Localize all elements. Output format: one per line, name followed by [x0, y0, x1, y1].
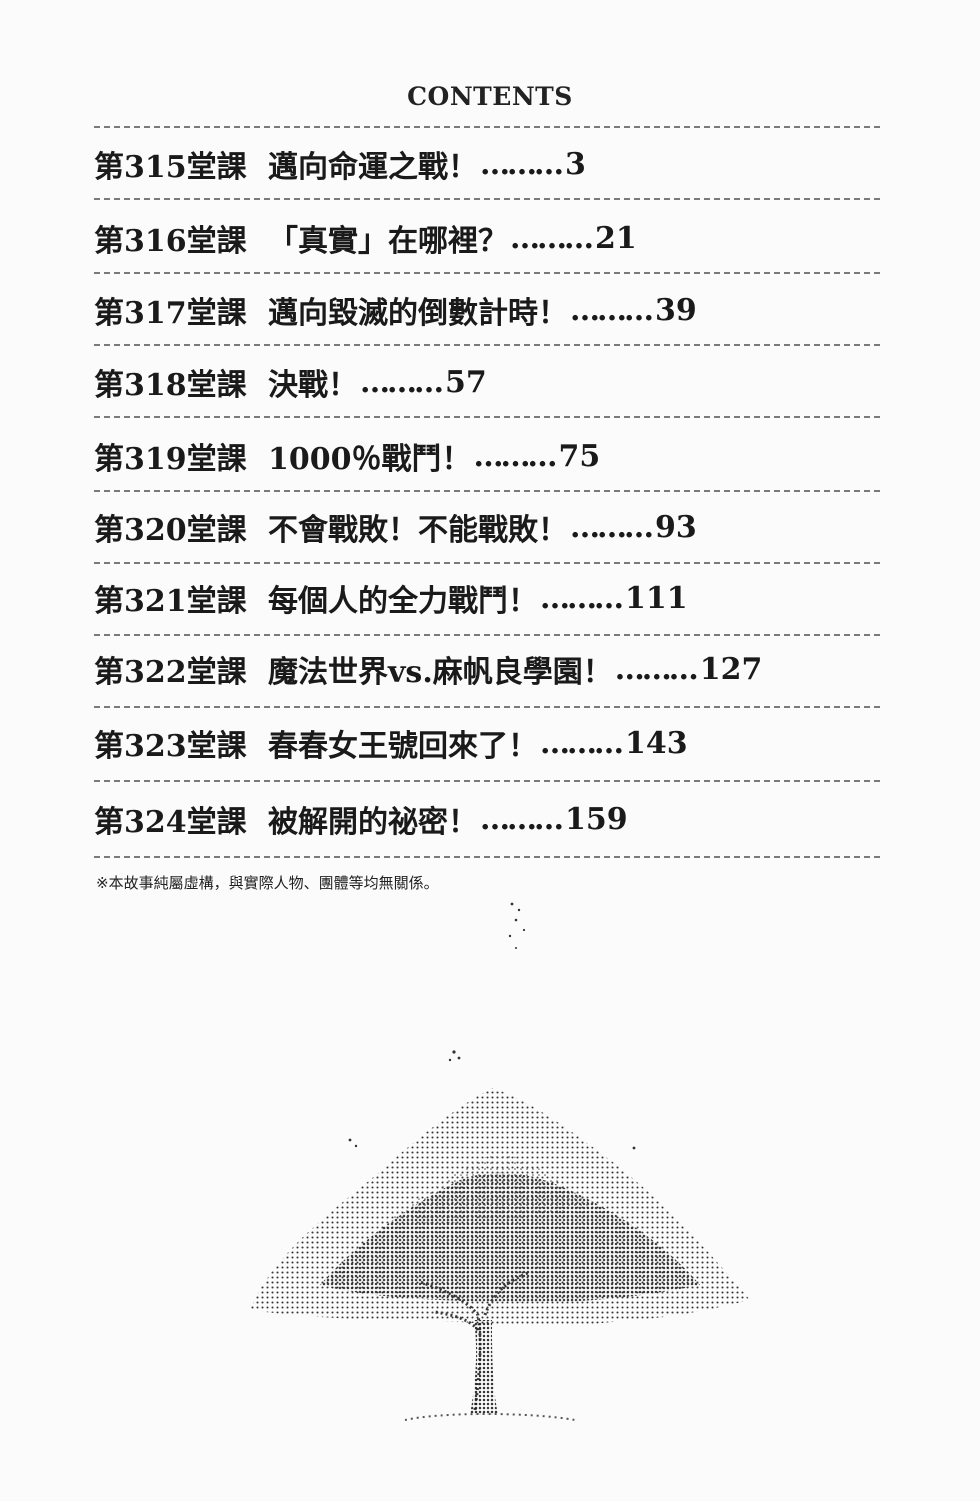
toc-entry[interactable]: 第317堂課 邁向毀滅的倒數計時！ ……… 39	[94, 286, 697, 334]
chapter-number: 第319堂課	[94, 442, 247, 477]
chapter-title: 邁向毀滅的倒數計時！	[268, 296, 568, 331]
toc-entry[interactable]: 第316堂課 「真實」在哪裡？ ……… 21	[94, 214, 637, 262]
page-title: CONTENTS	[407, 82, 573, 111]
leader-dots: ………	[570, 509, 654, 545]
divider	[94, 198, 880, 200]
toc-entry[interactable]: 第320堂課 不會戰敗！不能戰敗！ ……… 93	[94, 503, 697, 551]
toc-entry[interactable]: 第323堂課 春春女王號回來了！ ……… 143	[94, 719, 688, 767]
page-number: 75	[558, 438, 601, 474]
divider	[94, 490, 880, 492]
chapter-number: 第324堂課	[94, 805, 247, 840]
chapter-number: 第316堂課	[94, 224, 247, 259]
divider	[94, 416, 880, 418]
page-number: 93	[655, 509, 697, 545]
leader-dots: ………	[614, 651, 699, 687]
chapter-title: 魔法世界vs.麻帆良學園！	[268, 655, 613, 690]
leader-dots: ………	[480, 801, 564, 837]
leader-dots: ………	[480, 146, 564, 182]
divider	[94, 562, 880, 564]
chapter-title: 每個人的全力戰鬥！	[268, 584, 538, 619]
leader-dots: ………	[360, 364, 444, 400]
chapter-title: 決戰！	[268, 368, 358, 403]
chapter-title: 被解開的祕密！	[268, 805, 478, 840]
page-number: 111	[625, 580, 688, 616]
page-number: 127	[699, 651, 763, 687]
chapter-number: 第317堂課	[94, 296, 247, 331]
page-number: 39	[655, 292, 697, 328]
chapter-title: 春春女王號回來了！	[268, 729, 538, 764]
leader-dots: ………	[570, 292, 654, 328]
divider	[94, 706, 880, 708]
chapter-number: 第323堂課	[94, 729, 247, 764]
toc-entry[interactable]: 第324堂課 被解開的祕密！ ……… 159	[94, 795, 628, 843]
chapter-number: 第321堂課	[94, 584, 247, 619]
toc-entry[interactable]: 第319堂課 1000％戰鬥！ ……… 75	[94, 432, 600, 480]
chapter-title: 邁向命運之戰！	[268, 150, 478, 185]
divider	[94, 272, 880, 274]
divider-top	[94, 126, 880, 128]
chapter-title: 1000％戰鬥！	[268, 442, 472, 477]
page-number: 159	[565, 801, 628, 837]
toc-entry[interactable]: 第322堂課 魔法世界vs.麻帆良學園！ ……… 127	[94, 645, 762, 693]
divider	[94, 634, 880, 636]
chapter-number: 第315堂課	[94, 150, 247, 185]
divider	[94, 780, 880, 782]
chapter-number: 第318堂課	[94, 368, 247, 403]
disclaimer-text: ※本故事純屬虛構，與實際人物、團體等均無關係。	[96, 874, 439, 892]
toc-entry[interactable]: 第321堂課 每個人的全力戰鬥！ ……… 111	[94, 574, 688, 622]
chapter-number: 第322堂課	[94, 655, 247, 690]
leader-dots: ………	[510, 220, 594, 256]
page-number: 143	[625, 725, 688, 761]
leader-dots: ………	[540, 725, 624, 761]
toc-entry[interactable]: 第315堂課 邁向命運之戰！ ……… 3	[94, 140, 586, 188]
divider	[94, 344, 880, 346]
page-number: 21	[595, 220, 637, 256]
chapter-title: 不會戰敗！不能戰敗！	[268, 513, 568, 548]
chapter-number: 第320堂課	[94, 513, 247, 548]
tree-illustration	[250, 902, 750, 1421]
toc-entry[interactable]: 第318堂課 決戰！ ……… 57	[94, 358, 487, 406]
divider-bottom	[94, 856, 880, 858]
leader-dots: ………	[473, 438, 558, 474]
chapter-title: 「真實」在哪裡？	[268, 224, 508, 259]
leader-dots: ………	[540, 580, 624, 616]
page-number: 57	[445, 364, 487, 400]
page-number: 3	[565, 146, 586, 182]
